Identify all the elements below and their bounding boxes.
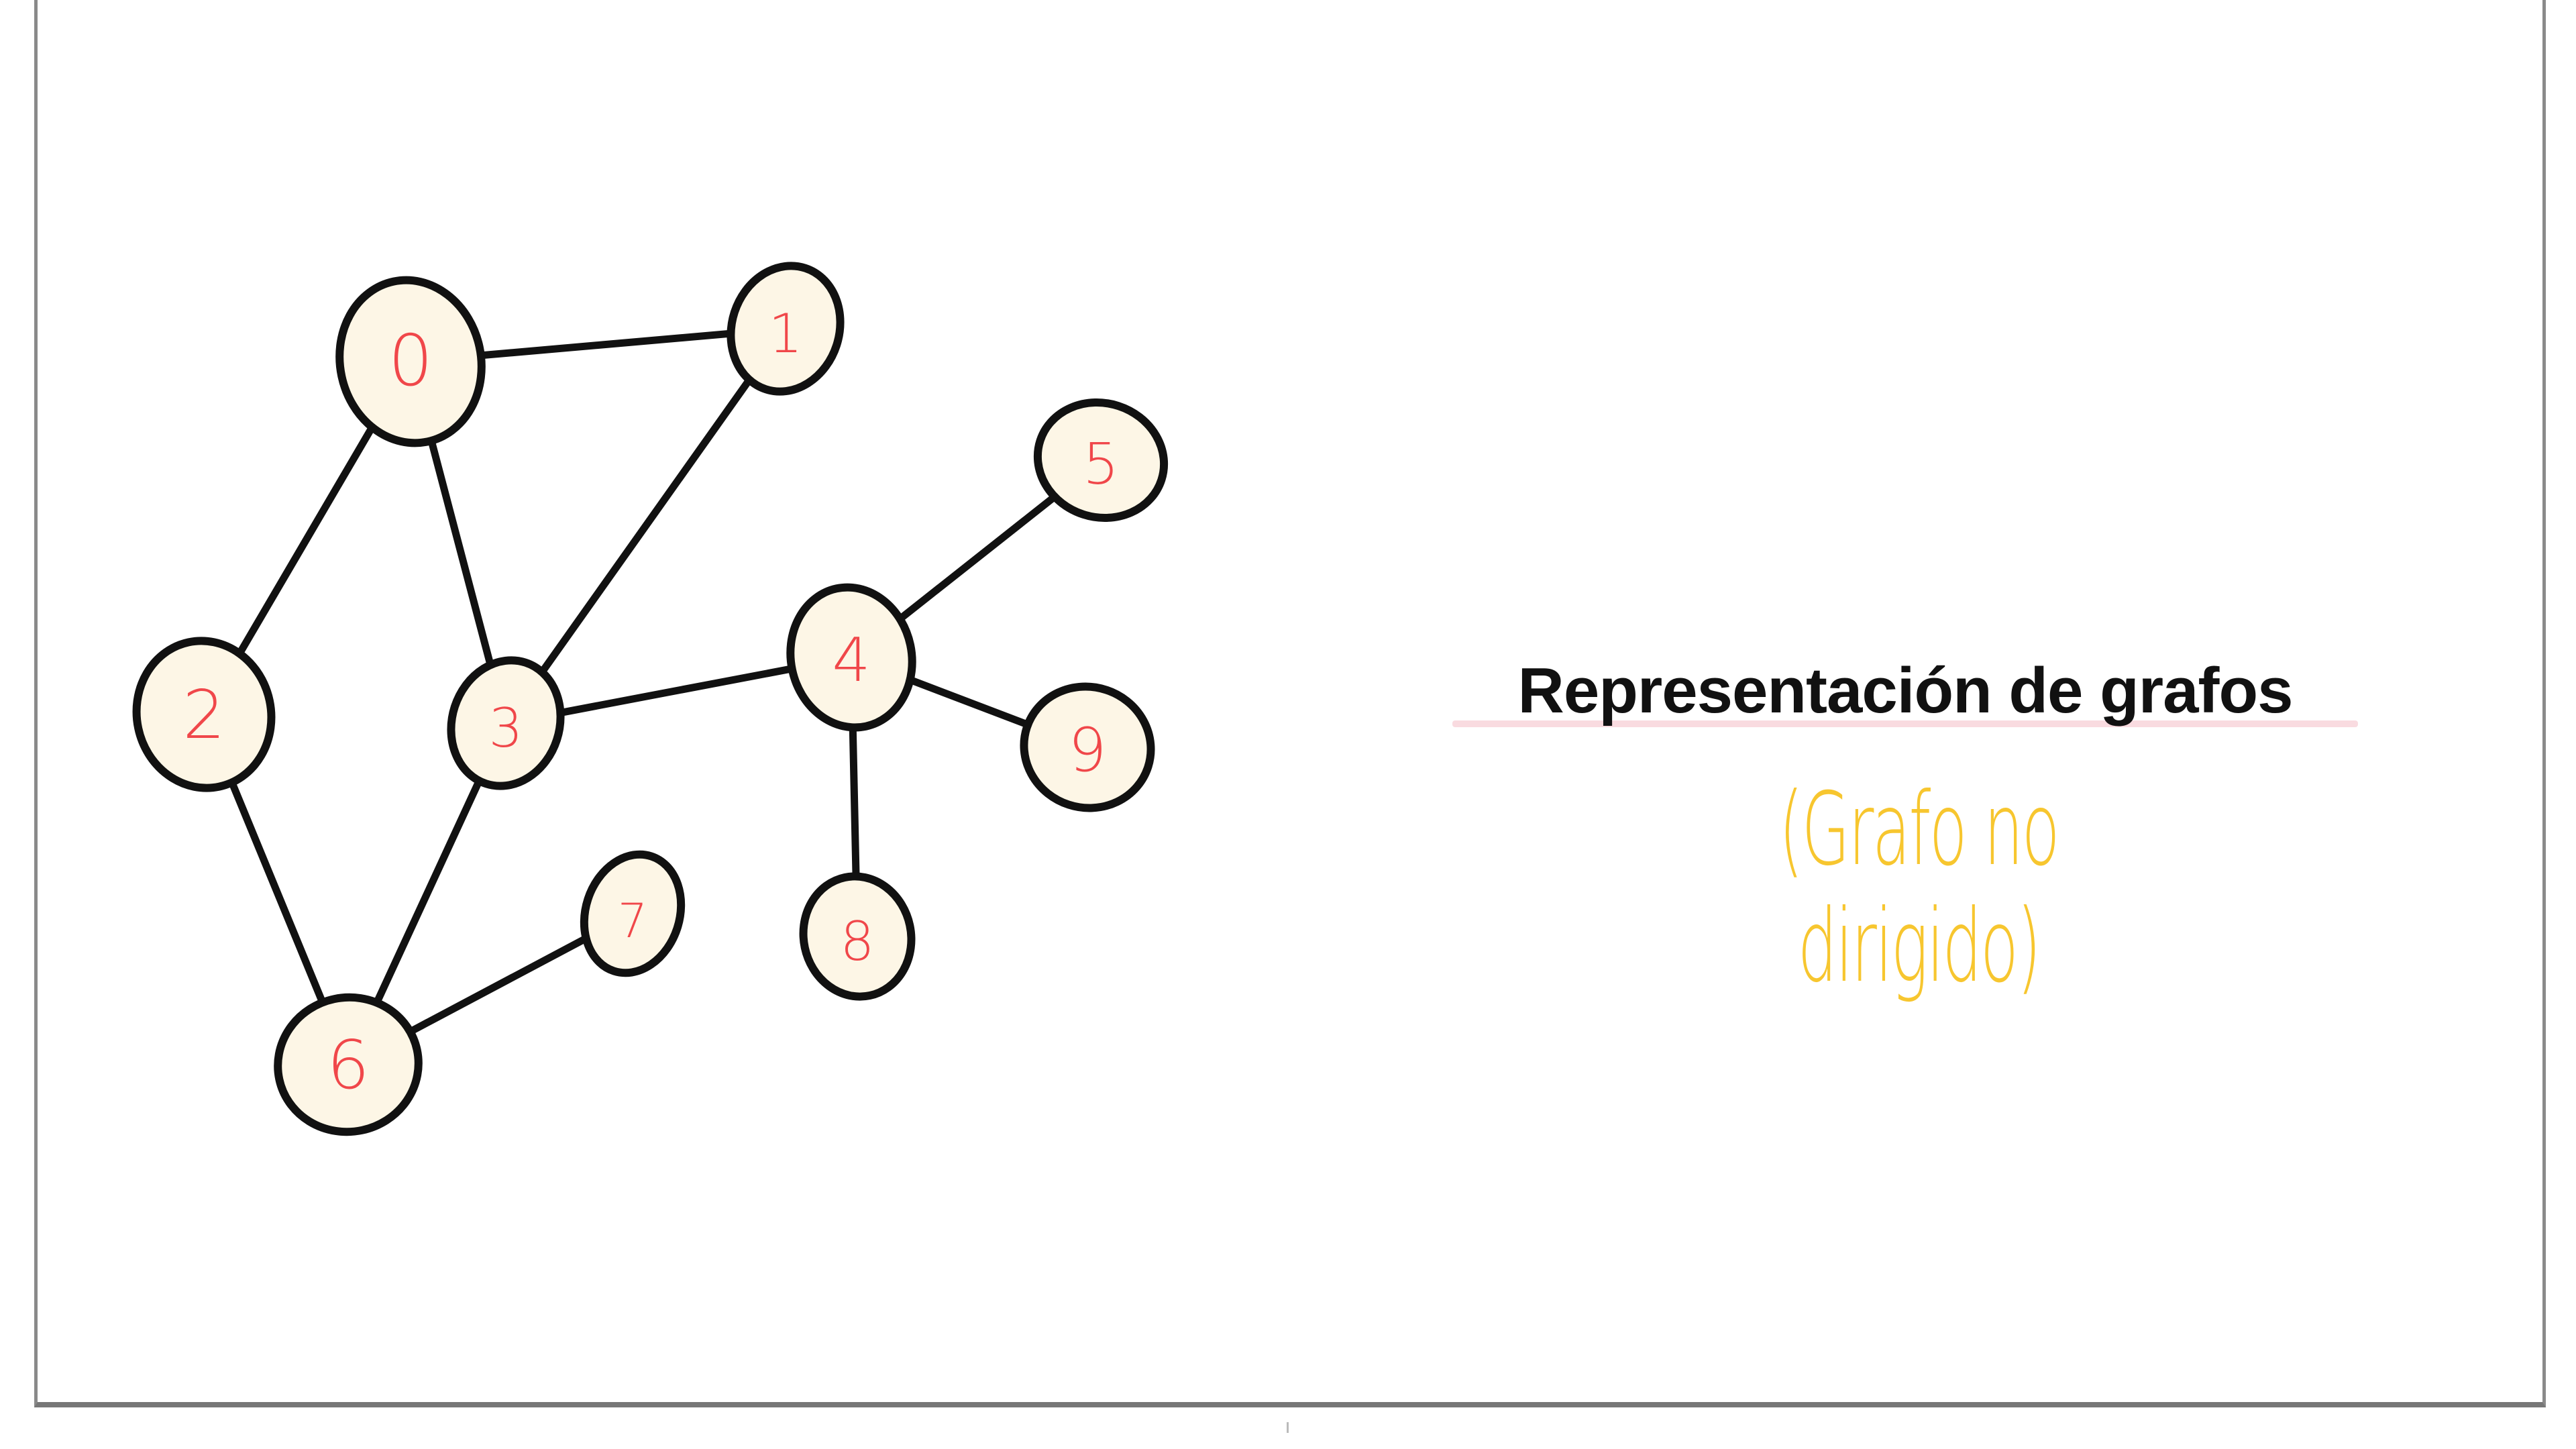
node-label: 2 <box>182 676 225 754</box>
node-circle <box>274 993 423 1136</box>
slide-subtitle: (Grafo no dirigido) <box>1778 771 2060 1005</box>
node-label: 8 <box>841 910 875 973</box>
node-1: 1 <box>727 262 845 396</box>
node-label: 6 <box>327 1026 370 1104</box>
graph-nodes: 0 1 2 3 4 5 6 7 8 9 <box>132 262 1169 1136</box>
node-circle <box>132 637 276 792</box>
node-label: 7 <box>618 894 648 949</box>
node-circle <box>1033 398 1169 523</box>
node-circle <box>1020 682 1155 812</box>
edge-1-3 <box>502 325 790 727</box>
node-circle <box>799 872 916 1001</box>
node-9: 9 <box>1020 682 1155 812</box>
node-label: 4 <box>832 625 870 696</box>
page-indicator <box>1287 1422 1289 1433</box>
node-circle <box>786 583 916 732</box>
node-5: 5 <box>1033 398 1169 523</box>
node-7: 7 <box>580 850 686 977</box>
node-label: 9 <box>1068 715 1106 786</box>
node-8: 8 <box>799 872 916 1001</box>
node-circle <box>580 850 686 977</box>
node-2: 2 <box>132 637 276 792</box>
node-label: 5 <box>1083 431 1119 498</box>
node-label: 3 <box>489 697 523 759</box>
slide-frame <box>34 0 2546 1407</box>
node-label: 0 <box>388 320 433 402</box>
node-6: 6 <box>274 993 423 1136</box>
node-circle <box>447 656 565 790</box>
node-circle <box>727 262 845 396</box>
title-underline <box>1452 720 2358 727</box>
node-label: 1 <box>769 303 803 365</box>
node-circle <box>335 276 486 447</box>
slide-title: Representación de grafos <box>1517 655 2294 727</box>
node-3: 3 <box>447 656 565 790</box>
node-4: 4 <box>786 583 916 732</box>
node-0: 0 <box>335 276 486 447</box>
